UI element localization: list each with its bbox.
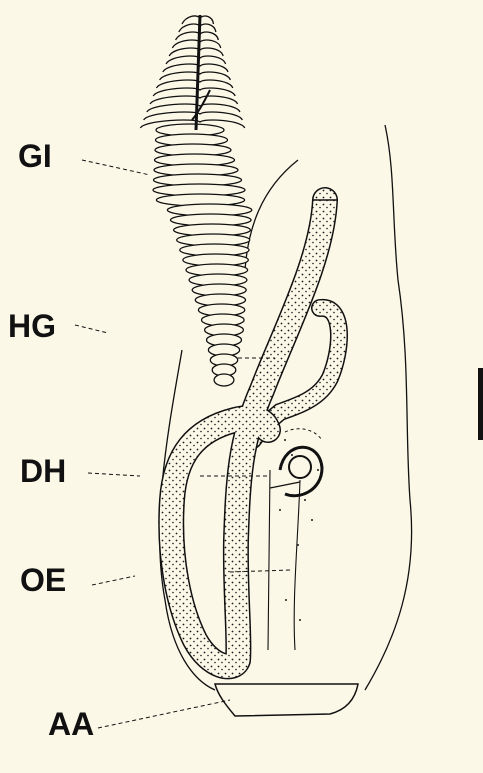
digestive-gland: [270, 429, 322, 496]
label-hg: HG: [8, 310, 56, 342]
edge-mark: [478, 368, 483, 440]
gill-lamella-upper: [169, 48, 223, 56]
gill-lamella-upper: [153, 88, 235, 96]
gill-lamella-upper: [160, 72, 231, 80]
stipple-field: [279, 439, 319, 621]
gill-lamella: [214, 374, 234, 386]
anal-area: [215, 684, 358, 716]
label-aa: AA: [48, 708, 94, 740]
gill-lamella-upper: [163, 64, 228, 72]
gill: [140, 15, 251, 386]
gill-lamella-upper: [182, 16, 214, 24]
gill-lamella-upper: [156, 80, 232, 88]
label-oe: OE: [20, 564, 66, 596]
gill-lamella-upper: [166, 56, 226, 64]
gill-lamella-upper: [179, 24, 216, 32]
label-gi: GI: [18, 140, 52, 172]
label-dh: DH: [20, 455, 66, 487]
gill-lamella-upper: [147, 104, 240, 112]
gill-lamella-upper: [176, 32, 219, 40]
gill-lamella-upper: [150, 96, 238, 104]
gill-lamella-upper: [172, 40, 220, 48]
